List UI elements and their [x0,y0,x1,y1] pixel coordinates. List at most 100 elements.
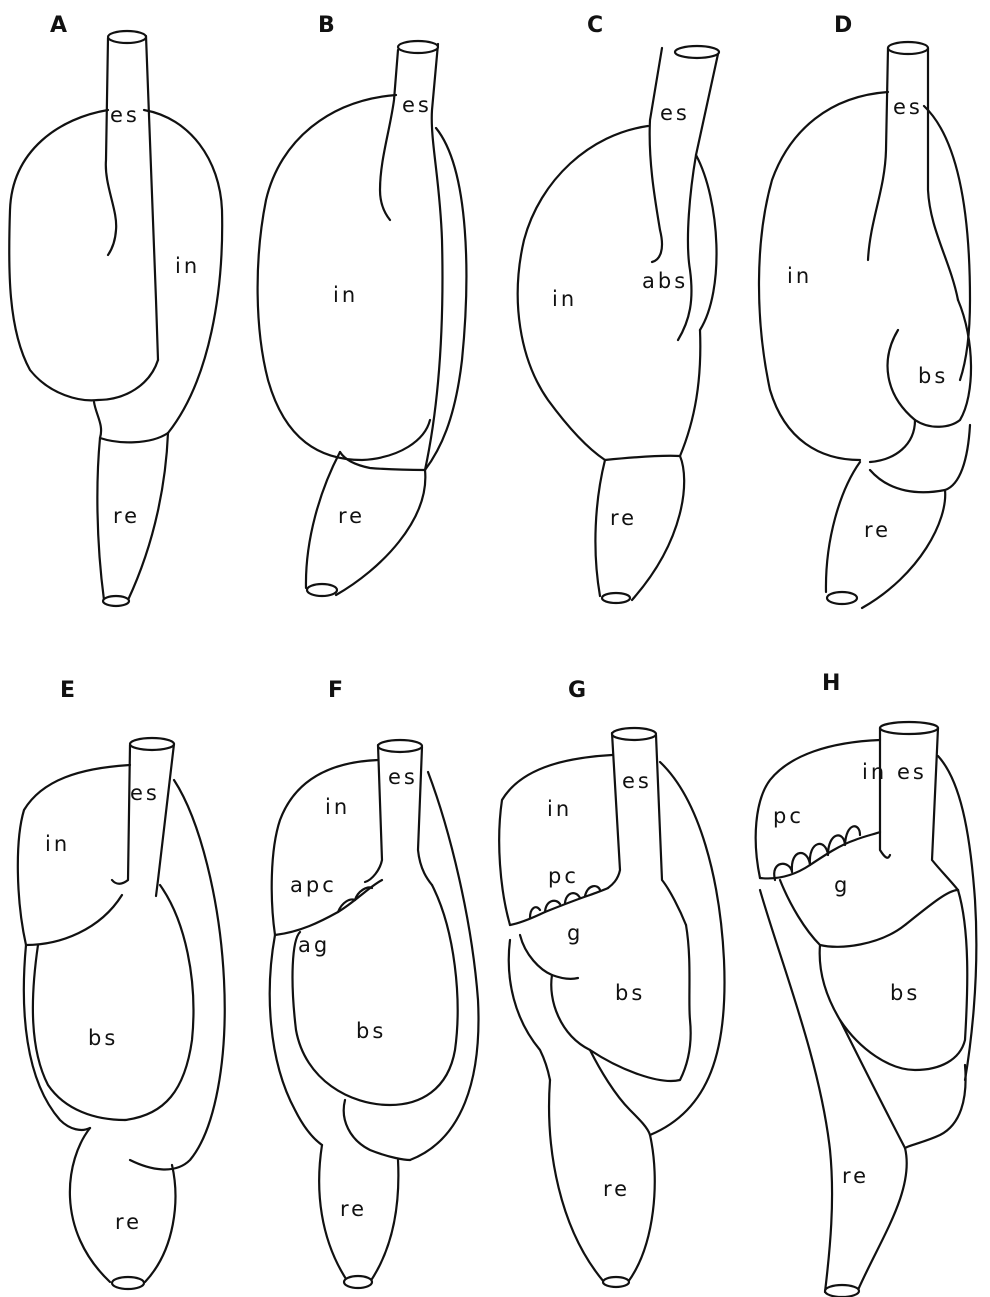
panel-c-label-es: es [660,101,690,125]
panel-a-anal-opening [103,596,129,606]
panel-a-intestine-outline [9,110,158,400]
panel-c-label-abs: abs [642,269,688,293]
panel-f-label-in: in [325,795,350,819]
panel-d-anal-opening [827,592,857,604]
panel-e-esophagus-right [156,744,174,896]
panel-f-intestine-outline [272,760,378,935]
panel-f-label-apc: apc [290,873,337,897]
panel-h-label-in: in [862,760,887,784]
panel-e-rectum-left [70,1128,110,1282]
panel-b-rectum-left [306,452,340,588]
panel-f-outer-loop [410,772,478,1160]
panel-a-junction [94,402,168,442]
panel-d-intestine-outline [759,92,888,460]
panel-h-outer-loop [938,756,976,1080]
panel-f-bs-outline [293,885,458,1105]
panel-d-esophagus-left [868,48,888,260]
panel-c-letter: C [587,13,603,38]
panel-g: G in es pc g bs re [499,678,724,1287]
panel-g-rectum-right [628,1135,655,1282]
panel-b-label-in: in [333,283,358,307]
panel-c-intestine-right-edge [696,155,717,330]
panel-d-label-in: in [787,264,812,288]
panel-h-label-bs: bs [890,981,920,1005]
panel-c-label-re: re [610,506,637,530]
panel-g-anal-opening [603,1277,629,1287]
panel-b-esophagus-left [380,50,398,220]
panel-a-label-re: re [113,504,140,528]
panel-b-intestine-right-edge [425,128,466,470]
panel-h-esophagus-opening [880,722,938,734]
panel-g-lower-fold [590,1050,650,1135]
panel-a-rectum-left [97,438,104,600]
panel-h-bs-outline [820,890,968,1070]
panel-c-intestine-outline [518,126,648,460]
panel-h-anal-opening [825,1285,859,1297]
panel-d-label-re: re [864,518,891,542]
panel-g-left-tube [509,940,550,1080]
panel-c-abs-lower [680,330,700,456]
panel-g-outer-loop [650,762,725,1135]
panel-f-anal-opening [344,1276,372,1288]
panel-g-label-in: in [547,797,572,821]
panel-d-esophagus-right [928,48,958,300]
panel-h-esophagus-left [880,728,890,858]
panel-d-esophagus-opening [888,42,928,54]
panel-b: B es in re [258,13,467,596]
panel-a-esophagus-opening [108,31,146,43]
panel-e-anal-opening [112,1277,144,1289]
panel-e-outer-loop [130,780,225,1169]
panel-g-pc-scallops [510,888,608,925]
panel-a-esophagus-right [146,36,158,360]
panel-g-drawing [499,728,724,1287]
panel-a-label-es: es [110,103,140,127]
panel-e-esophagus-opening [130,738,174,750]
panel-h-left-tube [760,890,832,1292]
panel-f-letter: F [328,678,343,703]
panel-e-label-re: re [115,1210,142,1234]
panel-b-rectum-right [336,470,425,595]
panel-f-label-re: re [340,1197,367,1221]
panel-f-drawing [270,740,479,1288]
panel-b-label-es: es [402,93,432,117]
panel-f-esophagus-opening [378,740,422,752]
panel-b-anal-opening [307,584,337,596]
panel-d-label-bs: bs [918,364,948,388]
panel-b-junction [340,452,425,470]
panel-f-esophagus-right [418,747,432,885]
panel-g-intestine-outline [499,755,612,925]
panel-f-label-ag: ag [298,933,330,957]
panel-g-label-pc: pc [548,864,579,888]
panel-h-label-re: re [842,1164,869,1188]
panel-d-bs-inner [888,330,915,420]
panel-e-rectum-right [145,1165,175,1282]
panel-c-anal-opening [602,593,630,603]
panel-a-label-in: in [175,254,200,278]
panel-g-esophagus-opening [612,728,656,740]
panel-c-rectum-right [632,456,684,600]
panel-e-label-es: es [130,781,160,805]
panel-b-intestine-outline [258,95,430,460]
panel-g-esophagus-left [608,733,620,888]
panel-f-rectum-right [370,1160,398,1282]
panel-e-intestine-outline [18,765,130,945]
panel-c-label-in: in [552,287,577,311]
panel-c: C es abs in re [518,13,719,603]
panel-f-esophagus-left [365,745,382,882]
panel-g-label-bs: bs [615,981,645,1005]
panel-e: E es in bs re [18,678,225,1289]
panel-h-label-es: es [897,760,927,784]
panel-b-letter: B [318,13,335,38]
panel-c-esophagus-left [650,48,662,262]
panel-e-bs-outline [125,885,193,1120]
panel-c-rectum-left [595,460,605,596]
panel-a: A es in re [9,13,222,606]
panel-c-esophagus-opening [675,46,719,58]
panel-f: F in es apc ag bs re [270,678,479,1288]
panel-f-bs-bottom [344,1100,410,1160]
panel-g-label-re: re [603,1177,630,1201]
panel-e-label-bs: bs [88,1026,118,1050]
panel-c-junction [605,456,680,460]
panel-f-label-bs: bs [356,1019,386,1043]
panel-d-intestine-right-edge [924,106,970,380]
